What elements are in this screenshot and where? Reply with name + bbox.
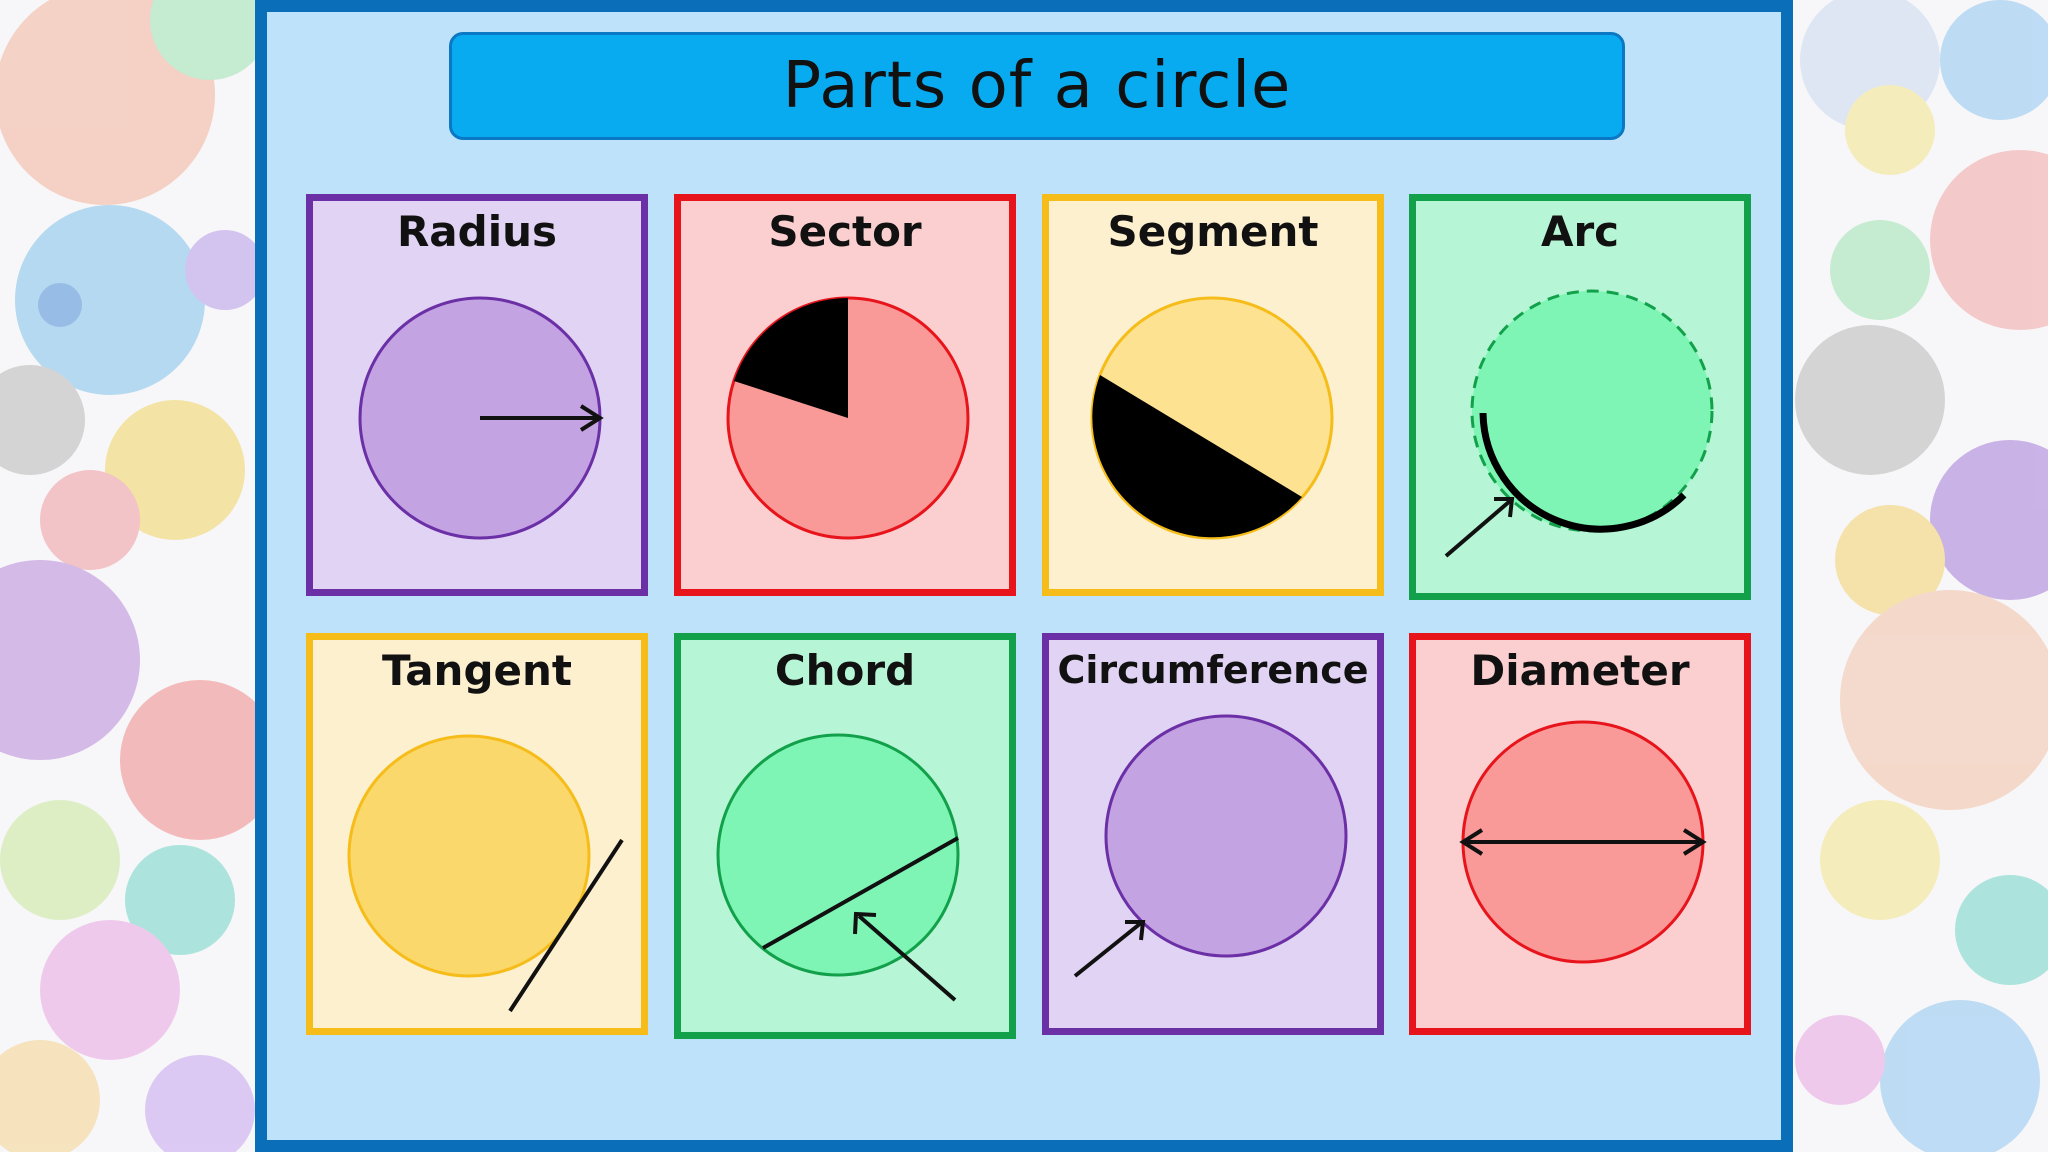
card-label: Diameter bbox=[1470, 646, 1690, 695]
card-label: Sector bbox=[768, 207, 922, 256]
card-circumference: Circumference bbox=[1042, 633, 1384, 1035]
chord-line bbox=[762, 836, 959, 950]
chord-pointer-arrowhead bbox=[853, 911, 877, 935]
lesson-board: Parts of a circle Radius Sector Segment bbox=[255, 0, 1793, 1152]
title-banner: Parts of a circle bbox=[449, 32, 1625, 140]
background-bubble bbox=[40, 920, 180, 1060]
arc-diagram bbox=[1444, 289, 1714, 558]
sector-diagram bbox=[726, 296, 970, 540]
card-arc: Arc bbox=[1409, 194, 1751, 600]
background-bubble bbox=[0, 560, 140, 760]
circle-shape bbox=[347, 734, 591, 978]
background-bubble bbox=[1930, 150, 2048, 330]
arc-highlight bbox=[1479, 412, 1687, 533]
background-bubble bbox=[1955, 875, 2048, 985]
background-bubble bbox=[1820, 800, 1940, 920]
card-sector: Sector bbox=[674, 194, 1016, 596]
background-bubble bbox=[1795, 1015, 1885, 1105]
segment-shape bbox=[1092, 375, 1302, 538]
background-bubble bbox=[40, 470, 140, 570]
card-label: Tangent bbox=[381, 646, 572, 695]
chord-pointer-arrow bbox=[857, 914, 957, 1002]
background-bubble bbox=[1930, 440, 2048, 600]
tangent-line bbox=[508, 838, 624, 1013]
background-bubble bbox=[185, 230, 265, 310]
card-label: Radius bbox=[396, 207, 558, 256]
circle-shape bbox=[716, 733, 960, 977]
background-bubble bbox=[150, 0, 270, 80]
radius-diagram bbox=[358, 296, 604, 540]
diameter-diagram bbox=[1459, 720, 1707, 964]
background-bubble bbox=[1940, 0, 2048, 120]
background-bubble bbox=[0, 1040, 100, 1152]
diameter-arrowhead-left bbox=[1459, 828, 1484, 856]
sector-shape bbox=[734, 298, 848, 418]
card-label: Arc bbox=[1540, 207, 1620, 256]
segment-diagram bbox=[1090, 296, 1334, 540]
circle-shape bbox=[1470, 289, 1714, 533]
background-bubble bbox=[1840, 590, 2048, 810]
arc-pointer-arrow bbox=[1444, 499, 1512, 558]
background-bubble bbox=[38, 283, 82, 327]
chord-diagram bbox=[716, 733, 960, 1002]
background-bubble bbox=[1880, 1000, 2040, 1152]
background-bubble bbox=[0, 800, 120, 920]
card-chord: Chord bbox=[674, 633, 1016, 1039]
tangent-diagram bbox=[347, 734, 624, 1013]
background-bubble bbox=[1830, 220, 1930, 320]
background-bubble bbox=[145, 1055, 255, 1152]
background-bubble bbox=[125, 845, 235, 955]
diameter-arrowhead-right bbox=[1682, 828, 1707, 856]
arc-pointer-arrowhead bbox=[1494, 497, 1515, 518]
radius-arrowhead bbox=[579, 404, 604, 432]
circumference-pointer-arrow bbox=[1073, 921, 1143, 978]
card-segment: Segment bbox=[1042, 194, 1384, 596]
background-bubble bbox=[1795, 325, 1945, 475]
card-label: Circumference bbox=[1057, 648, 1369, 692]
circle-shape bbox=[1104, 714, 1348, 958]
background-bubble bbox=[15, 205, 205, 395]
background-bubble bbox=[1845, 85, 1935, 175]
background-bubble bbox=[105, 400, 245, 540]
card-label: Segment bbox=[1107, 207, 1319, 256]
card-radius: Radius bbox=[306, 194, 648, 596]
card-tangent: Tangent bbox=[306, 633, 648, 1035]
background-bubble bbox=[0, 365, 85, 475]
card-diameter: Diameter bbox=[1409, 633, 1751, 1035]
page-title: Parts of a circle bbox=[782, 49, 1292, 123]
circumference-pointer-arrowhead bbox=[1125, 920, 1146, 941]
card-label: Chord bbox=[774, 646, 916, 695]
background-bubble bbox=[1835, 505, 1945, 615]
circumference-diagram bbox=[1073, 714, 1348, 978]
background-bubble bbox=[120, 680, 280, 840]
